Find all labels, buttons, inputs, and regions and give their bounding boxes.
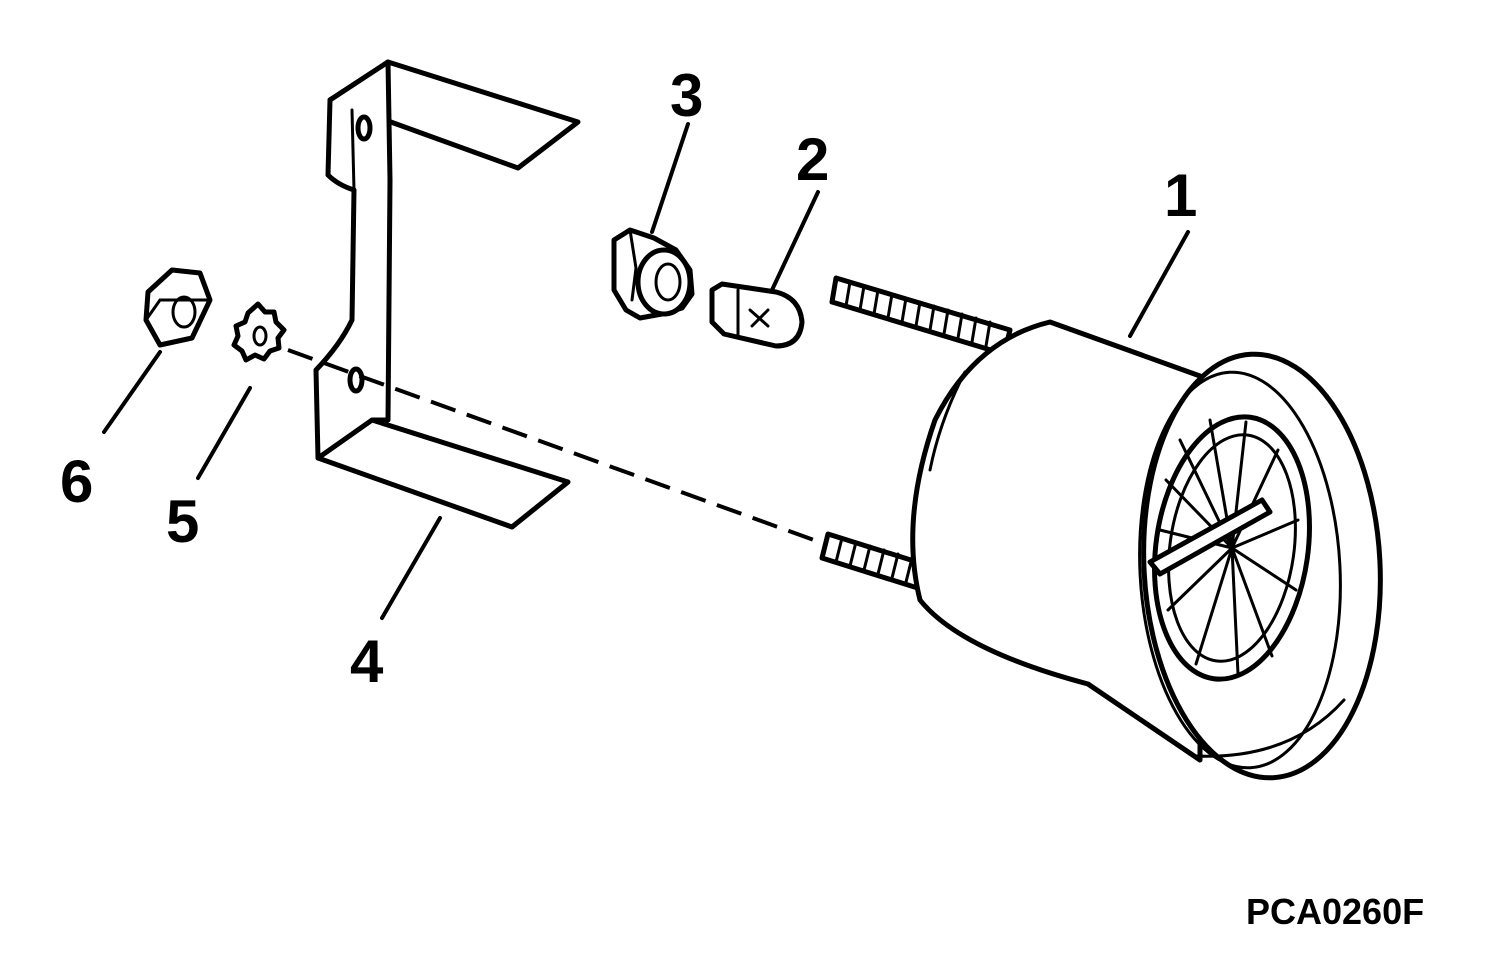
- wedge-bulb: [709, 281, 805, 349]
- leader-line-4: [380, 516, 442, 620]
- leader-line-5: [196, 386, 252, 480]
- callout-1: 1: [1164, 162, 1197, 229]
- leader-line-6: [102, 350, 162, 434]
- alignment-line: [287, 348, 837, 550]
- figure-id: PCA0260F: [1246, 891, 1424, 932]
- gauge-assembly: [819, 275, 1383, 781]
- callout-4: 4: [350, 628, 384, 695]
- callout-2: 2: [796, 126, 829, 193]
- callout-5: 5: [166, 488, 199, 555]
- callout-3: 3: [670, 62, 703, 129]
- leader-line-1: [1128, 230, 1190, 338]
- bulb-socket: [611, 227, 695, 321]
- leader-line-2: [770, 190, 820, 292]
- callout-6: 6: [60, 448, 93, 515]
- mounting-bracket: [313, 59, 581, 530]
- lock-washer: [231, 301, 287, 363]
- leader-line-3: [650, 122, 690, 234]
- hex-nut: [143, 267, 213, 348]
